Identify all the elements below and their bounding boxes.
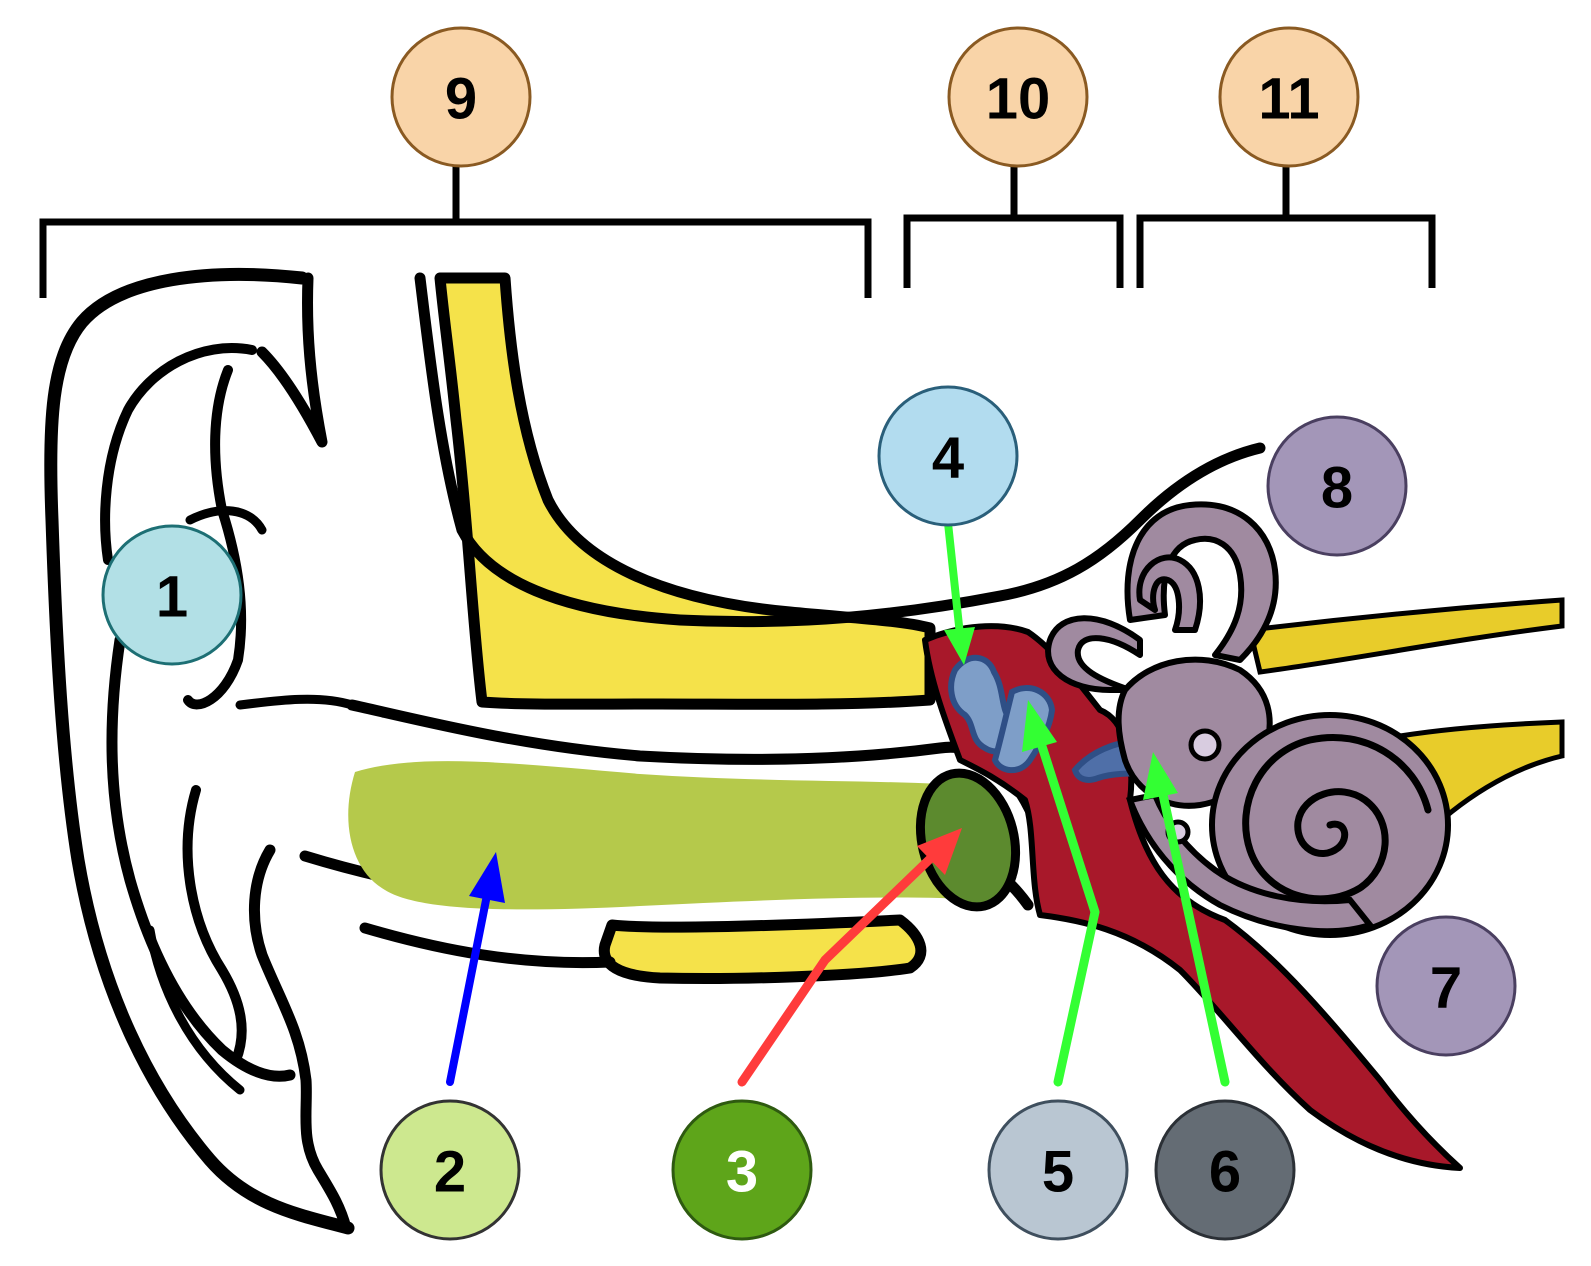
badge-5: 5 bbox=[987, 1099, 1129, 1241]
badge-4: 4 bbox=[877, 385, 1019, 527]
arrow-5 bbox=[1022, 700, 1100, 1087]
inner-ear bbox=[1045, 501, 1451, 938]
badge-6-label: 6 bbox=[1209, 1140, 1241, 1205]
arrow-2 bbox=[446, 852, 505, 1086]
pinna bbox=[44, 267, 357, 1235]
badge-6: 6 bbox=[1154, 1099, 1296, 1241]
bracket-middle-ear bbox=[903, 165, 1124, 288]
badge-7-label: 7 bbox=[1430, 956, 1462, 1021]
badge-8-label: 8 bbox=[1321, 456, 1353, 521]
badge-1-label: 1 bbox=[156, 565, 188, 630]
arrow-4 bbox=[944, 519, 975, 665]
badge-1: 1 bbox=[101, 524, 243, 666]
bracket-inner-ear bbox=[1136, 165, 1436, 288]
badge-3: 3 bbox=[671, 1099, 813, 1241]
bracket-outer-ear bbox=[39, 165, 872, 298]
badge-3-label: 3 bbox=[726, 1140, 758, 1205]
badge-10: 10 bbox=[947, 26, 1089, 168]
badge-8: 8 bbox=[1266, 415, 1408, 557]
badge-2: 2 bbox=[379, 1099, 521, 1241]
arrow-6 bbox=[1143, 752, 1230, 1087]
ear-canal bbox=[348, 761, 990, 910]
badge-5-label: 5 bbox=[1042, 1140, 1074, 1205]
badge-10-label: 10 bbox=[986, 67, 1051, 132]
badge-9-label: 9 bbox=[445, 67, 477, 132]
badge-11: 11 bbox=[1218, 26, 1360, 168]
badge-11-label: 11 bbox=[1258, 67, 1319, 132]
badge-9: 9 bbox=[390, 26, 532, 168]
badge-4-label: 4 bbox=[932, 426, 964, 491]
badge-7: 7 bbox=[1375, 915, 1517, 1057]
middle-ear-cavity bbox=[922, 623, 1463, 1171]
pointer-arrows bbox=[446, 519, 1230, 1087]
badge-2-label: 2 bbox=[434, 1140, 466, 1205]
arrow-3 bbox=[737, 828, 962, 1087]
